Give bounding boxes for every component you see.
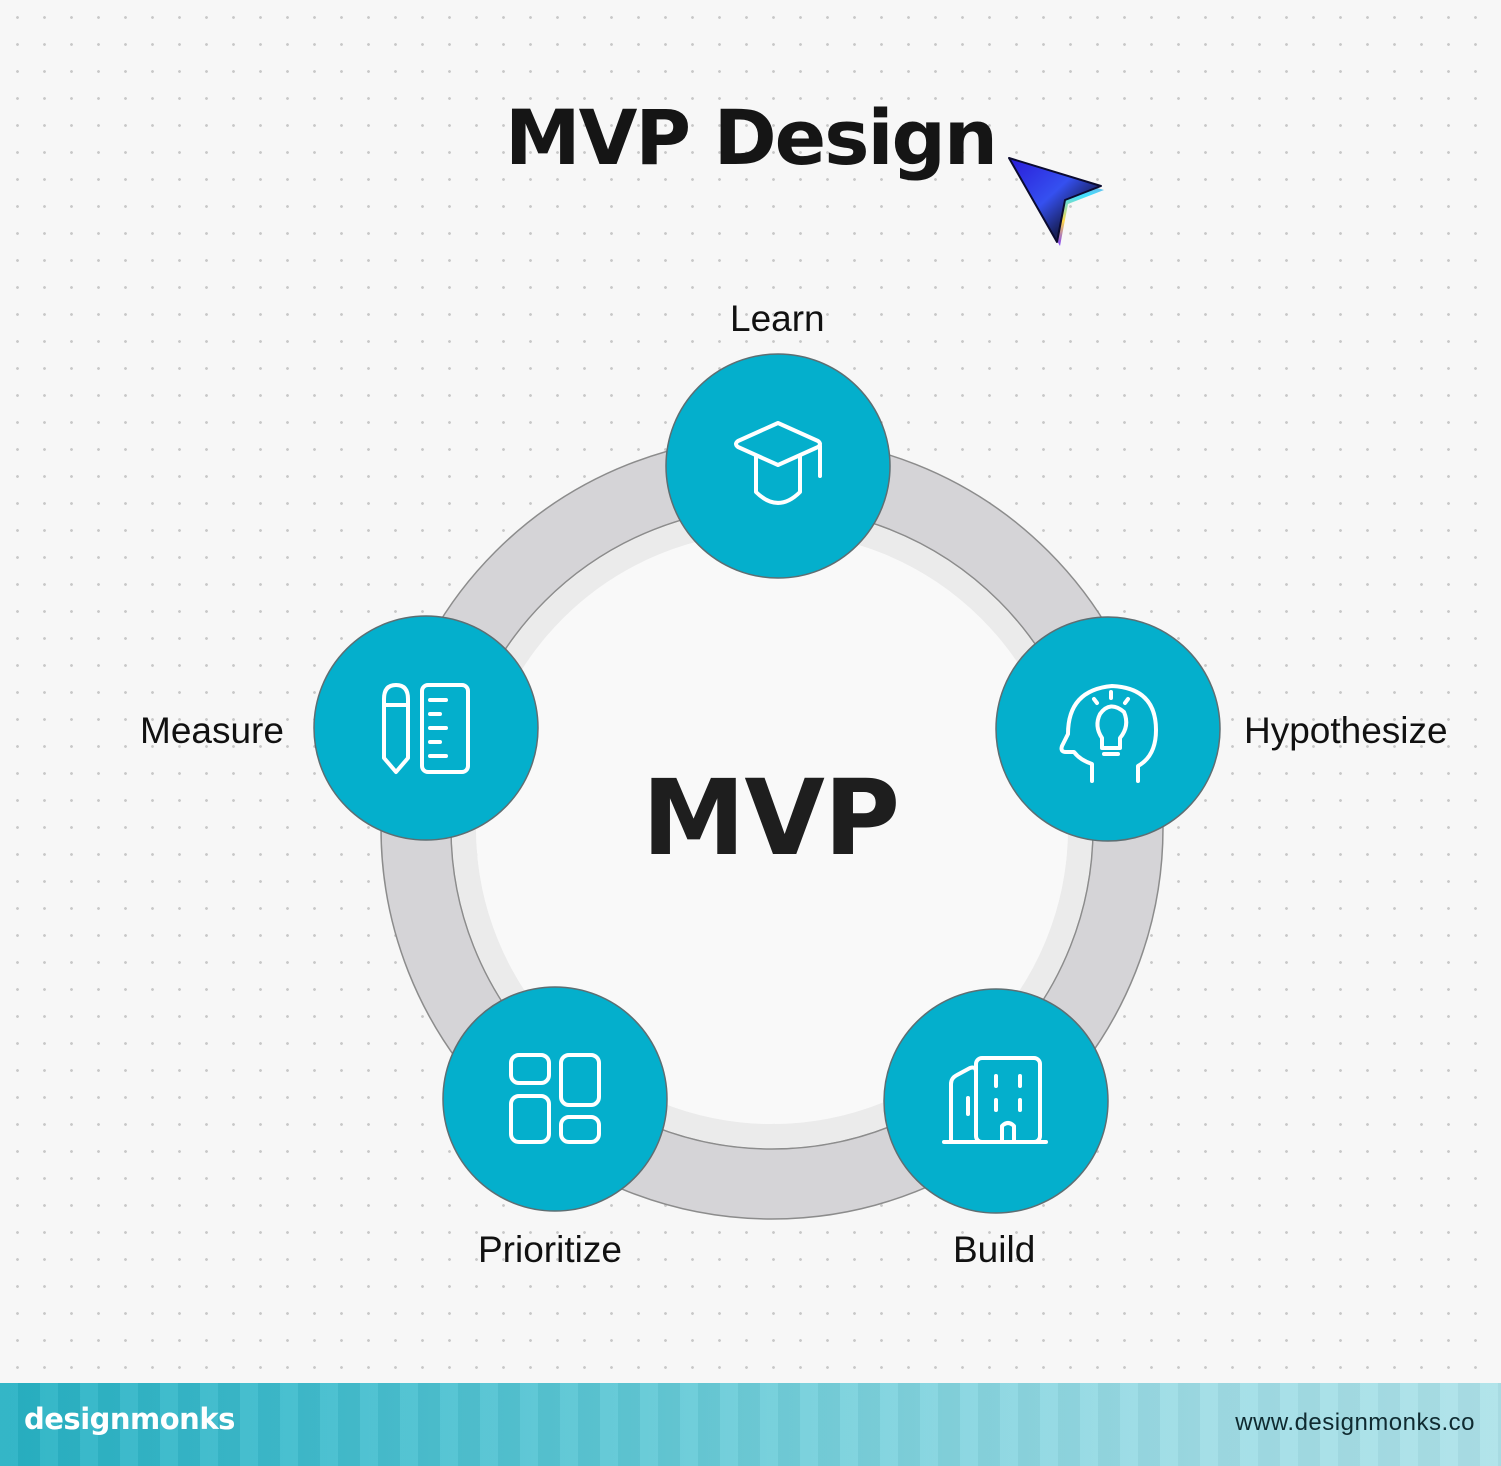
stage-label-prioritize: Prioritize [478,1231,622,1268]
stage-node-learn [666,354,890,578]
footer-bar: designmonks www.designmonks.co [0,1383,1501,1466]
center-label: MVP [0,766,1501,870]
website-url: www.designmonks.co [1235,1411,1475,1435]
stage-label-measure: Measure [140,712,284,749]
stage-node-prioritize [443,987,667,1211]
stage-label-hypothesize: Hypothesize [1244,712,1448,749]
brand-logo: designmonks [24,1405,235,1434]
stage-label-build: Build [953,1231,1035,1268]
stage-label-learn: Learn [730,300,825,337]
stage-node-build [884,989,1108,1213]
